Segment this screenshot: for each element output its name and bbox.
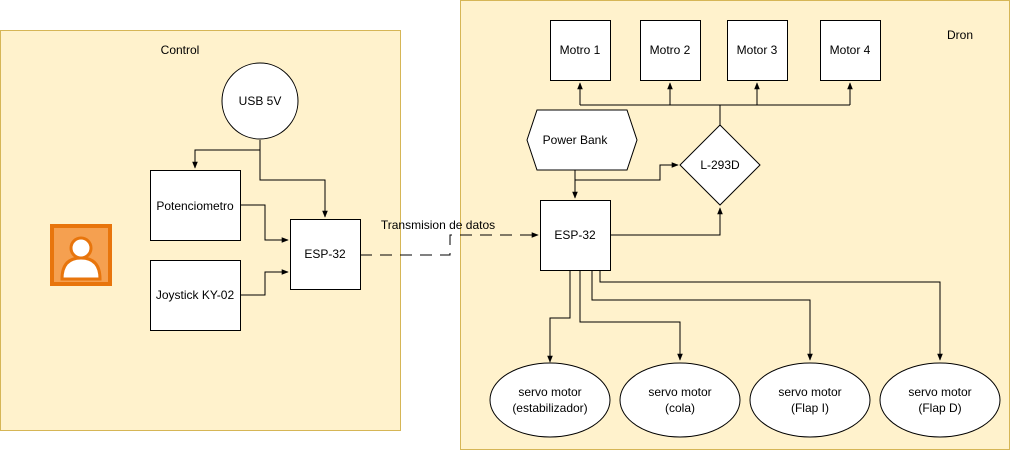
motor1-node-label: Motro 1 [560, 43, 601, 57]
user-icon [50, 224, 112, 286]
usb-node-label: USB 5V [239, 94, 282, 108]
motor1-node: Motro 1 [550, 20, 611, 81]
esp-dron-node: ESP-32 [540, 200, 611, 271]
servo4-node: servo motor (Flap D) [879, 362, 1001, 438]
servo3-line2: (Flap I) [791, 401, 829, 415]
dron-edges [547, 82, 943, 363]
edge-esp-servo4 [599, 270, 943, 361]
edge-joystick-esp [240, 269, 289, 296]
power-bank-node-label: Power Bank [543, 133, 609, 147]
dron-group-label: Dron [947, 28, 973, 42]
motor2-node-label: Motro 2 [650, 43, 691, 57]
esp-control-node-label: ESP-32 [304, 247, 346, 261]
joystick-node: Joystick KY-02 [150, 260, 241, 331]
servo1-line2: (estabilizador) [512, 401, 587, 415]
potenciometro-node-label: Potenciometro [156, 199, 234, 213]
l293d-node: L-293D [679, 124, 761, 206]
potenciometro-node: Potenciometro [150, 170, 241, 241]
l293d-node-label: L-293D [700, 158, 740, 172]
edge-esp-l293d [610, 207, 723, 236]
motor3-node-label: Motor 3 [737, 43, 778, 57]
edge-transmission [360, 232, 539, 256]
servo2-line2: (cola) [665, 401, 695, 415]
servo1-node: servo motor (estabilizador) [489, 362, 611, 438]
servo4-line1: servo motor [908, 385, 971, 399]
servo3-node: servo motor (Flap I) [749, 362, 871, 438]
servo2-line1: servo motor [648, 385, 711, 399]
joystick-node-label: Joystick KY-02 [156, 288, 235, 302]
transmission-label: Transmision de datos [381, 218, 495, 232]
edge-esp-servo3 [591, 270, 813, 361]
edge-powerbank-l293d [575, 162, 679, 181]
motor4-node-label: Motor 4 [830, 43, 871, 57]
motor3-node: Motor 3 [727, 20, 788, 81]
edge-esp-servo2 [579, 270, 683, 361]
servo3-line1: servo motor [778, 385, 841, 399]
edge-potenciometro-esp [240, 204, 289, 243]
esp-dron-node-label: ESP-32 [554, 228, 596, 242]
motor2-node: Motro 2 [640, 20, 701, 81]
esp-control-node: ESP-32 [290, 219, 361, 290]
servo2-node: servo motor (cola) [619, 362, 741, 438]
control-edges [192, 140, 328, 296]
edge-esp-servo1 [547, 270, 571, 363]
edge-usb-esp-control [259, 140, 328, 218]
power-bank-node: Power Bank [526, 109, 638, 171]
usb-node: USB 5V [221, 62, 299, 140]
motor4-node: Motor 4 [820, 20, 881, 81]
servo1-line1: servo motor [518, 385, 581, 399]
servo4-line2: (Flap D) [918, 401, 961, 415]
control-group-label: Control [161, 43, 200, 57]
